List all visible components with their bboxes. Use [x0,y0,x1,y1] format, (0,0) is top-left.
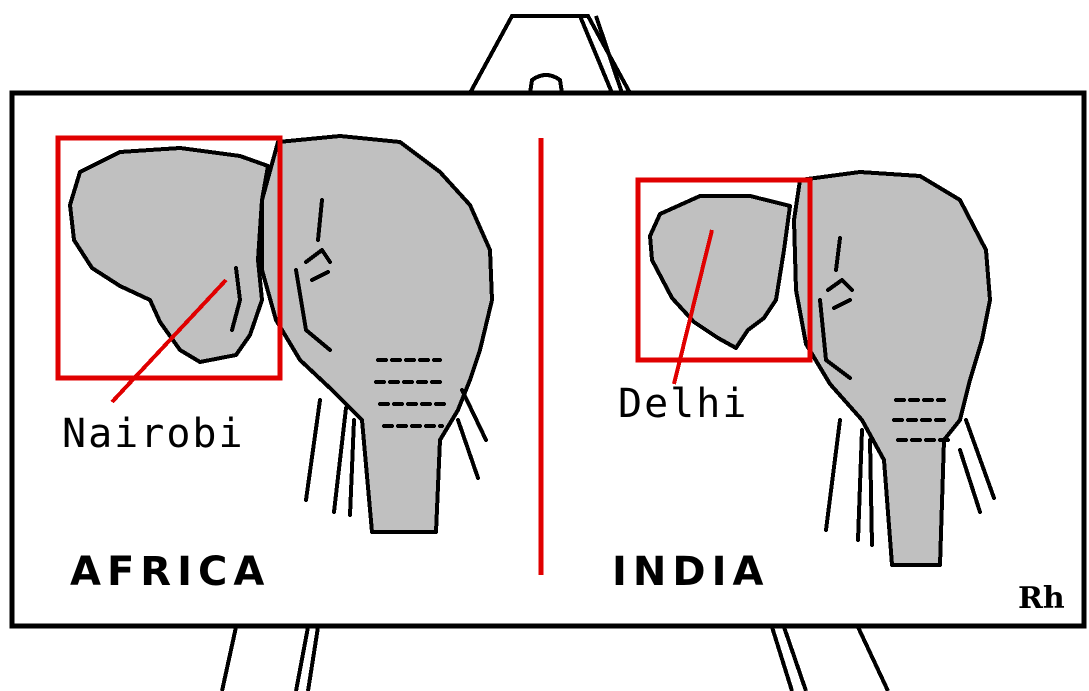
easel-peg [530,75,562,93]
delhi-label: Delhi [618,384,748,424]
africa-label: AFRICA [70,552,270,592]
nairobi-label: Nairobi [62,414,245,454]
easel-bottom-left-leg [222,627,318,691]
artist-signature: Rh [1018,584,1065,614]
india-label: INDIA [612,552,769,592]
easel-bottom-right-leg [772,627,888,691]
